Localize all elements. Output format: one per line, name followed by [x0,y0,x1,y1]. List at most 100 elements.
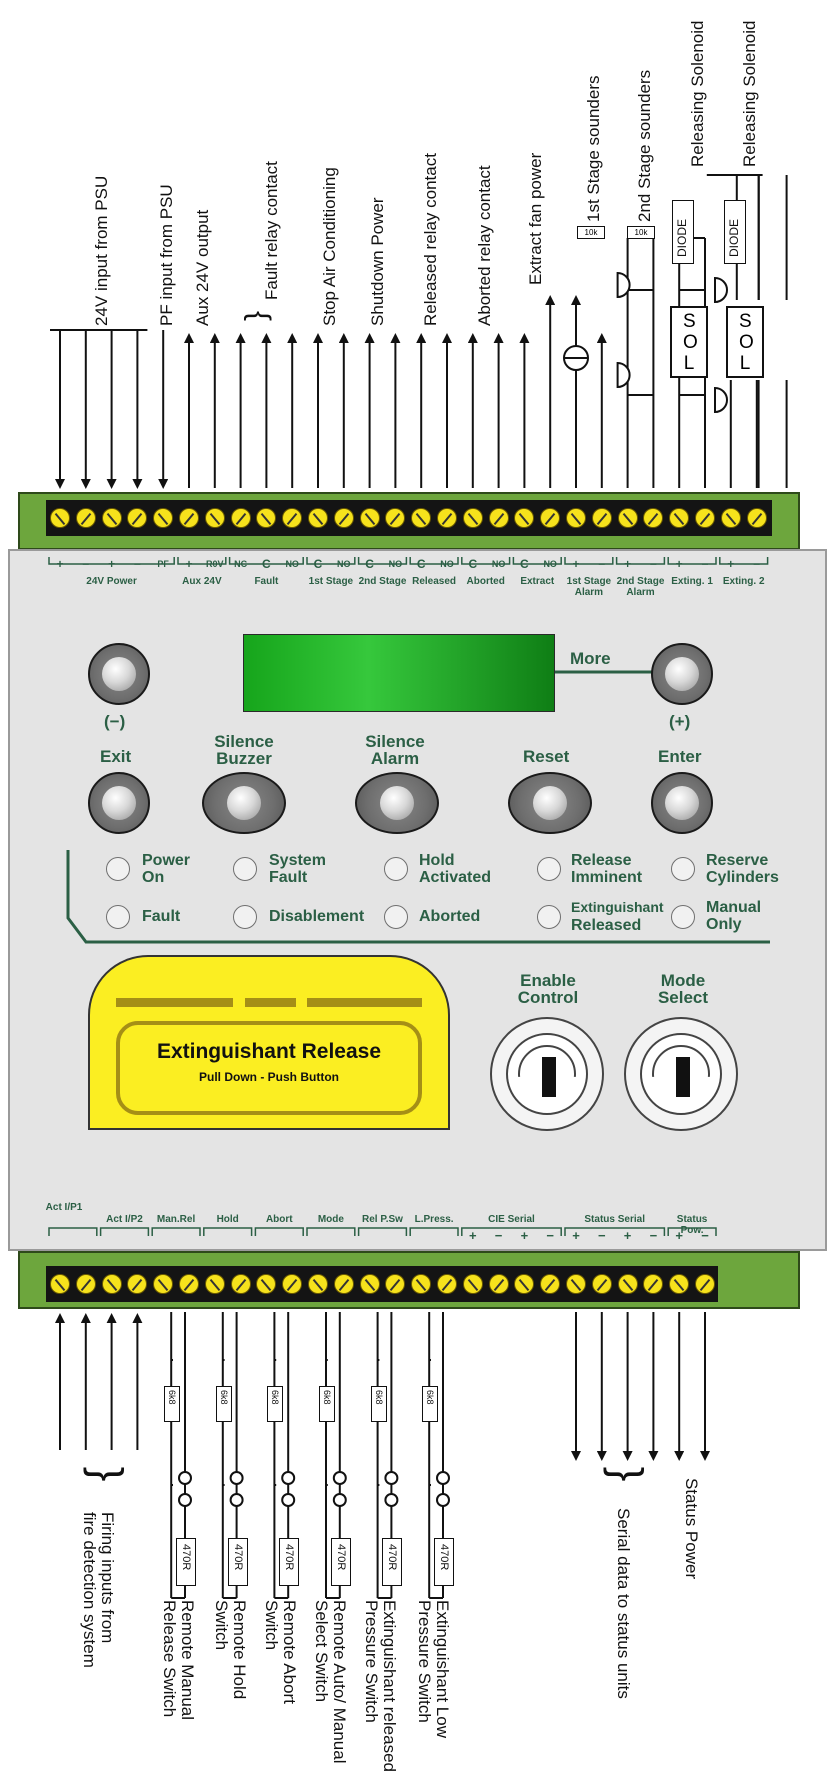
top-terminal-screw[interactable] [204,508,225,528]
top-terminal-screw[interactable] [230,508,251,528]
top-terminal-screw[interactable] [333,508,354,528]
silence-alarm-label: Silence Alarm [365,732,425,768]
screw-slot-icon [286,1278,298,1291]
bottom-terminal-screw[interactable] [566,1274,586,1294]
resistor-6k8-label: 6k8 [270,1390,281,1405]
bottom-terminal-screw[interactable] [179,1274,199,1294]
bottom-terminal-screw[interactable] [50,1274,70,1294]
terminal-bracket [357,1227,408,1236]
resistor-6k8 [164,1386,181,1422]
terminal-bracket [409,1227,459,1236]
minus-button-cap [102,657,136,691]
top-terminal-screw[interactable] [617,508,638,528]
top-terminal-screw[interactable] [695,508,715,528]
release-push-button[interactable] [116,1021,422,1115]
bottom-terminal-screw[interactable] [127,1274,148,1294]
top-terminal-screw[interactable] [720,508,741,528]
screw-slot-icon [157,1278,169,1291]
diode-1 [672,200,694,264]
bottom-terminal-screw[interactable] [153,1274,174,1294]
top-terminal-screw[interactable] [308,508,328,528]
top-terminal-screw[interactable] [411,508,432,528]
bottom-terminal-screw[interactable] [514,1274,535,1294]
top-terminal-screw[interactable] [282,508,303,528]
top-terminal-screw[interactable] [437,508,457,528]
switch-contact-icon [332,1493,347,1507]
release-stripe-1 [116,998,233,1007]
bottom-terminal-screw[interactable] [695,1274,715,1294]
screw-slot-icon [209,1278,221,1291]
bottom-terminal-screw[interactable] [101,1274,122,1294]
top-terminal-screw[interactable] [50,508,70,528]
top-terminal-screw[interactable] [514,508,535,528]
bottom-terminal-screw[interactable] [591,1274,612,1294]
led-disablement-label: Disablement [269,908,365,925]
resistor-6k8-label: 6k8 [425,1390,436,1405]
enter-button[interactable] [651,772,713,834]
enable-control-keyswitch[interactable] [490,1017,604,1131]
bottom-terminal-screw[interactable] [204,1274,225,1294]
top-terminal-screw[interactable] [643,508,664,528]
bottom-pin-label: − [649,1228,658,1243]
label-remote-hold-line-2: Switch [212,1600,231,1651]
silence-buzzer-button[interactable] [202,772,286,834]
top-terminal-screw[interactable] [153,508,174,528]
top-terminal-screw[interactable] [359,508,380,528]
bottom-terminal-screw[interactable] [333,1274,354,1294]
exit-button[interactable] [88,772,150,834]
bottom-terminal-screw[interactable] [385,1274,406,1294]
top-terminal-screw[interactable] [75,508,96,528]
plus-button[interactable] [651,643,713,705]
screw-slot-icon [390,1278,401,1291]
label-rel-pressure-line-1: Extinguishant released [380,1600,399,1773]
top-terminal-screw[interactable] [256,508,277,528]
bottom-terminal-screw[interactable] [359,1274,380,1294]
resistor-6k8 [215,1386,232,1422]
bottom-pin-label: − [546,1228,554,1243]
top-terminal-screw[interactable] [385,508,406,528]
mode-select-keyswitch[interactable] [624,1017,738,1131]
top-terminal-screw[interactable] [746,508,767,528]
minus-button[interactable] [88,643,150,705]
top-terminal-screw[interactable] [591,508,612,528]
terminal-bracket [306,1227,356,1236]
top-terminal-screw[interactable] [127,508,148,528]
bottom-terminal-screw[interactable] [669,1274,690,1294]
resistor-470r [330,1538,351,1586]
terminal-bracket [719,557,769,565]
top-terminal-screw[interactable] [462,508,483,528]
top-terminal-group-label: Fault [254,576,279,587]
led-reserve-cylinders-label: Reserve Cylinders [706,852,779,886]
terminal-bracket [228,557,304,565]
silence-alarm-button[interactable] [355,772,439,834]
bottom-terminal-screw[interactable] [256,1274,277,1294]
screw-slot-icon [699,1278,711,1291]
top-terminal-screw[interactable] [669,508,690,528]
bottom-terminal-screw[interactable] [488,1274,509,1294]
top-terminal-screw[interactable] [540,508,561,528]
bottom-terminal-screw[interactable] [75,1274,96,1294]
reset-button[interactable] [508,772,592,834]
top-terminal-screw[interactable] [566,508,586,528]
extinguishant-release-cover[interactable]: Extinguishant Release Pull Down - Push B… [88,955,450,1130]
led-release-imminent-label: Release Imminent [571,852,643,886]
label-remote-manual-line-1: Remote Manual [178,1600,197,1721]
bottom-terminal-screw[interactable] [643,1274,664,1294]
top-terminal-screw[interactable] [488,508,509,528]
bottom-terminal-screw[interactable] [462,1274,483,1294]
bottom-terminal-group-label: L.Press. [414,1214,454,1225]
bottom-terminal-screw[interactable] [437,1274,457,1294]
bottom-terminal-screw[interactable] [617,1274,638,1294]
screw-slot-icon [261,1278,272,1291]
top-terminal-screw[interactable] [179,508,199,528]
bottom-terminal-screw[interactable] [411,1274,432,1294]
resistor-470r [227,1538,248,1586]
bottom-terminal-screw[interactable] [282,1274,303,1294]
bottom-terminal-screw[interactable] [540,1274,561,1294]
bottom-terminal-group-label: Man.Rel [156,1214,196,1225]
label-serial-data: Serial data to status units [614,1508,633,1699]
bottom-terminal-screw[interactable] [308,1274,328,1294]
bottom-terminal-screw[interactable] [230,1274,251,1294]
top-terminal-screw[interactable] [101,508,122,528]
